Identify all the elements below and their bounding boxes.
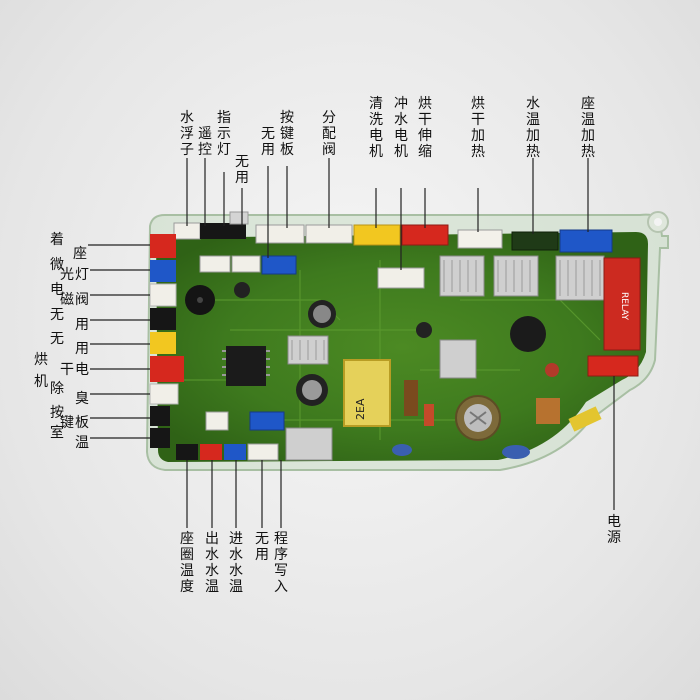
relay-marking: RELAY (619, 292, 629, 321)
leader-lines (88, 158, 615, 528)
label-water-heat: 水温加热 (526, 96, 540, 160)
label-unused-3: 无用 (50, 331, 90, 357)
label-program-write: 程序写入 (274, 531, 288, 595)
top-connectors (173, 211, 613, 289)
label-solenoid: 电磁阀 (50, 282, 90, 308)
label-dryer-motor: 烘干电机 (34, 352, 90, 390)
label-outlet-temp: 出水水温 (205, 531, 219, 595)
label-micro-light: 微光灯 (50, 257, 90, 283)
label-seat: 着座 (50, 232, 88, 262)
label-room-temp: 室温 (50, 425, 90, 451)
label-keypad: 按键板 (280, 110, 294, 158)
label-seat-ring-temp: 座圈温度 (180, 531, 194, 595)
transformer (343, 359, 391, 427)
label-inlet-temp: 进水水温 (229, 531, 243, 595)
capacitor (234, 282, 250, 298)
capacitor (416, 322, 432, 338)
mcu-chip (226, 346, 266, 386)
fuse (568, 406, 602, 432)
label-deodor: 除臭 (50, 381, 90, 407)
label-keypad-2: 按键板 (50, 405, 90, 431)
label-remote: 遥控 (198, 126, 212, 158)
bottom-connectors (176, 355, 639, 461)
label-unused-4: 无用 (255, 531, 269, 563)
label-seat-heat: 座温加热 (581, 96, 595, 160)
transformer-marking: 2EA (354, 398, 367, 420)
label-wash-motor: 清洗电机 (369, 96, 383, 160)
label-flush-motor: 冲水电机 (394, 96, 408, 160)
label-water-float: 水浮子 (180, 110, 194, 158)
label-power: 电源 (607, 514, 621, 546)
label-unused-1b: 无用 (261, 126, 275, 158)
label-unused-2: 无用 (50, 307, 90, 333)
relay (603, 257, 641, 351)
label-dryer-extend: 烘干伸缩 (418, 96, 432, 160)
varistor (510, 316, 546, 352)
label-diverter: 分配阀 (322, 110, 336, 158)
label-dryer-heat: 烘干加热 (471, 96, 485, 160)
label-unused-1: 无用 (235, 154, 249, 186)
label-indicator: 指示灯 (217, 110, 231, 158)
left-connectors (149, 234, 184, 448)
